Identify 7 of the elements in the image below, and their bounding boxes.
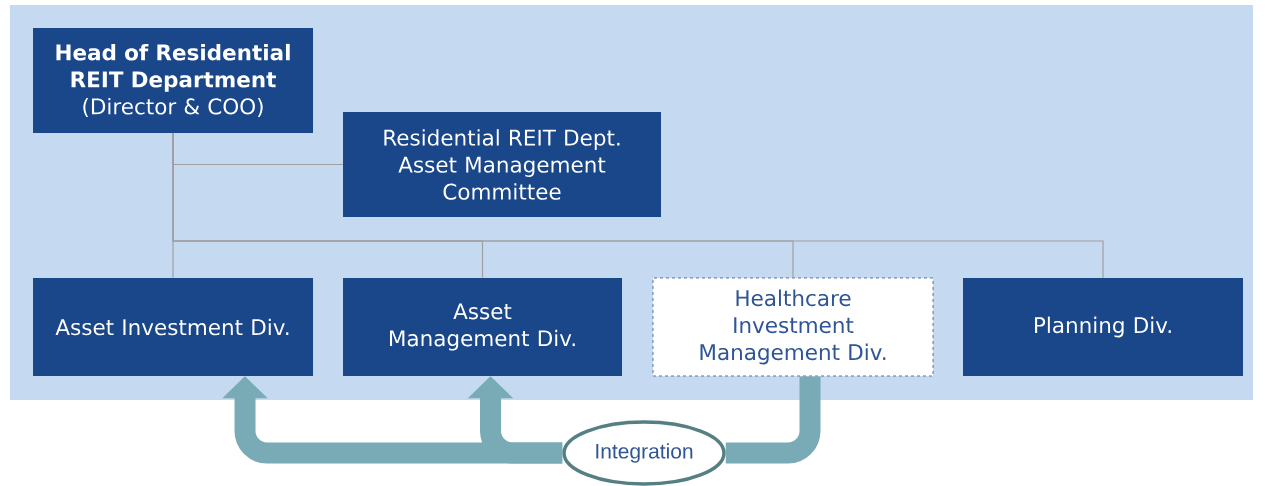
org-box: Head of Residential REIT Department (Director & COO) [33, 28, 313, 133]
dashed-box: Healthcare Investment Management Div. [652, 277, 934, 377]
org-box: Residential REIT Dept. Asset Management Committee [343, 112, 661, 217]
org-box: Asset Investment Div. [33, 278, 313, 376]
org-box: Asset Management Div. [343, 278, 622, 376]
org-box: Planning Div. [963, 278, 1243, 376]
connector-line [172, 132, 1104, 279]
